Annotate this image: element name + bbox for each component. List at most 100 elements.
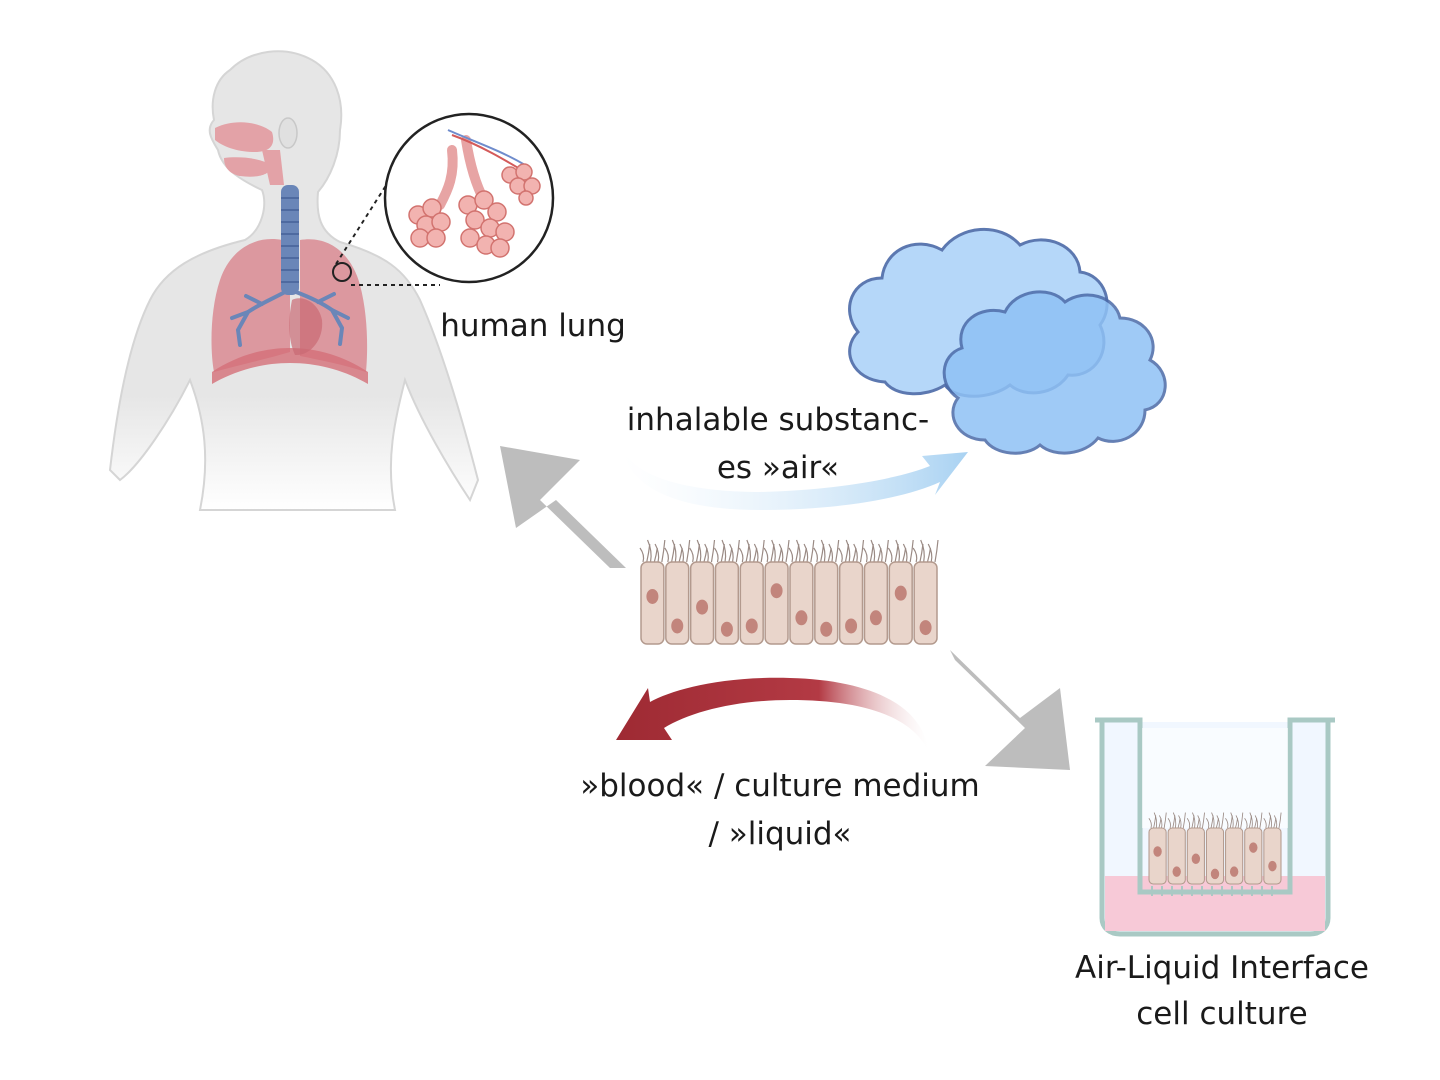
cilium [835,539,840,563]
cilium [728,547,733,563]
cilium [753,547,758,563]
cilium [884,539,889,563]
arrow-to-lung [500,446,626,568]
cilium [1235,815,1239,829]
cell [863,561,889,645]
cilium [653,547,658,563]
cilium [1211,812,1215,829]
alveoli-icon [383,112,555,284]
cilium [902,547,907,563]
cilium [1182,812,1186,829]
cilium [654,543,660,563]
cilium [679,543,685,563]
label-human-lung: human lung [440,308,626,344]
bronchi [230,290,350,347]
nucleus [894,585,907,601]
cilium [753,543,759,563]
cell [714,561,740,645]
cilium [895,539,901,563]
cilium [771,539,776,563]
cell [1205,827,1225,885]
cilium [689,547,694,563]
nucleus [1249,842,1258,853]
nucleus [1268,860,1277,872]
nucleus [820,621,833,637]
cilium [827,547,832,563]
insert-air [1142,728,1288,828]
nucleus [646,588,659,604]
cilium [763,547,769,563]
cilium [760,539,765,563]
nucleus [720,621,733,637]
cilium [735,539,740,563]
cilium [1197,815,1201,829]
air-arrow [622,448,968,510]
human-body-icon [108,50,480,511]
cilium [703,547,708,563]
ear [278,117,298,149]
nucleus [671,618,684,634]
transwell-icon [1095,717,1335,937]
cilium [721,539,727,563]
cilium [1148,817,1152,829]
nasal-cavity [215,122,274,152]
membrane-pores [1151,886,1273,896]
insert [1095,717,1335,895]
cilium [1186,817,1191,829]
cilium [1221,812,1225,829]
cilium [646,539,652,563]
label-medium-2: / »liquid« [708,816,851,852]
epithelium-icon [639,539,939,645]
nucleus [845,618,858,634]
cloud-icon [848,227,1167,455]
cilium [1230,812,1234,829]
cell [913,561,938,645]
heart [289,298,323,356]
blood-arrow [616,677,928,750]
nucleus [919,620,932,636]
cilium [1153,812,1158,829]
cilium [738,547,744,563]
cell [1244,827,1263,885]
cilium [859,539,865,563]
cilium [853,543,858,563]
nucleus [696,599,709,615]
nucleus [1172,866,1181,877]
cilium [877,547,882,563]
nucleus [770,583,783,599]
nucleus [745,618,758,634]
cilium [710,539,716,563]
cilium [778,543,784,563]
cell [1225,827,1244,885]
label-ali-2: cell culture [1136,996,1307,1032]
cell [838,561,864,645]
cilium [639,547,645,563]
cilium [912,547,918,563]
cilium [802,547,807,563]
cilium [909,539,914,563]
cilium [671,539,677,563]
cilium [902,543,908,563]
cilium [1225,817,1229,829]
cilium [1268,812,1272,829]
cilium [785,539,790,563]
cilium [1240,812,1244,829]
cilium [678,547,683,563]
cilium [803,543,809,563]
cilium [1249,812,1253,829]
zoom-marker [332,262,352,282]
left-lung [211,239,290,372]
cilium [661,539,666,563]
cilium [1202,812,1205,829]
cell [789,561,814,645]
cell [764,561,789,645]
label-medium-1: »blood« / culture medium [580,768,980,804]
nucleus [795,610,808,626]
cilium [1259,812,1263,829]
oral-cavity [224,157,272,177]
nucleus [1210,868,1220,880]
cilium [870,539,876,563]
cell [1167,827,1186,885]
cilium [1278,812,1282,829]
